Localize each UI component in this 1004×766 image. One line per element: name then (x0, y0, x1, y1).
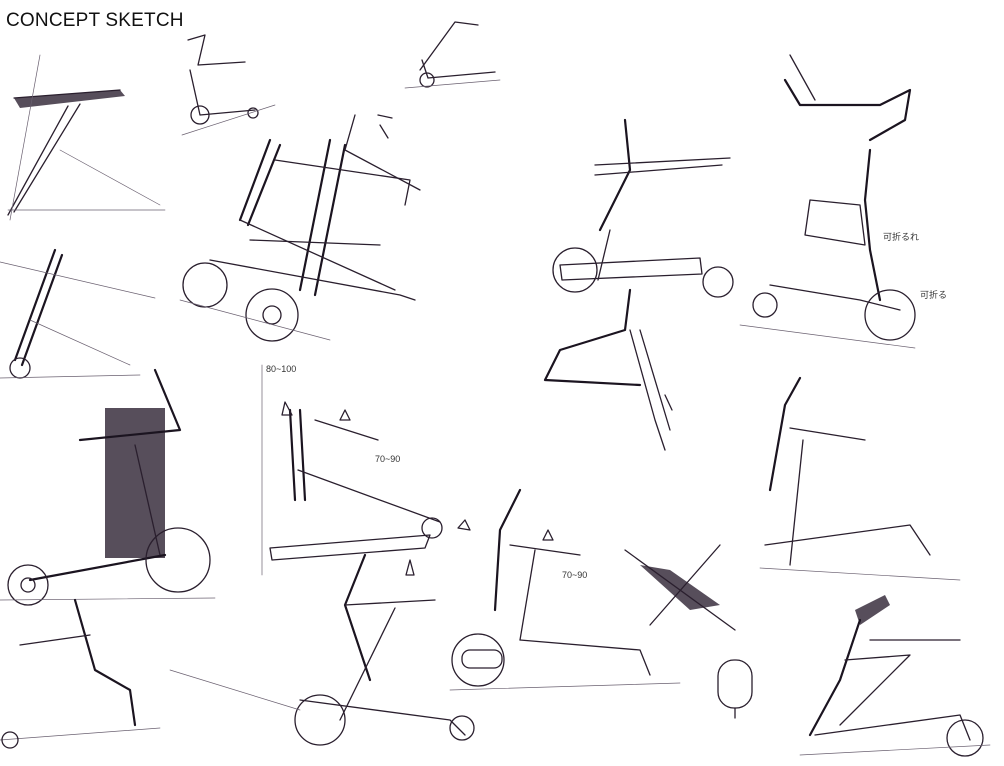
sketch-joint-detail (624, 544, 736, 631)
sketch-mini-scooter-a (181, 34, 276, 136)
sketch-t-handle-top-left (7, 54, 166, 221)
sketch-scooter-center-bottom: 70~90 (449, 488, 681, 691)
sketch-scooter-right-middle (759, 376, 961, 581)
sketch-scooter-top-right: 可折るれ 可折る (739, 54, 947, 349)
note-foldable-a: 可折るれ (883, 231, 919, 242)
dimension-a: 70~90 (375, 454, 400, 464)
sketch-mini-scooter-b (404, 21, 501, 89)
dimension-height-range: 80~100 (266, 364, 296, 374)
sketch-folding-frame-3d (179, 114, 421, 342)
sketch-folded-stem-left (0, 248, 156, 379)
sketch-side-view-dimensioned: 80~100 70~90 (261, 364, 443, 576)
sketch-shaded-scooter-left (0, 368, 216, 606)
sketch-j-scooter (0, 598, 161, 749)
motion-arrows (281, 401, 554, 576)
note-foldable-b: 可折る (920, 289, 947, 300)
sketch-v-handle (543, 288, 673, 451)
page-title: CONCEPT SKETCH (6, 10, 184, 31)
dimension-b: 70~90 (562, 570, 587, 580)
sketch-shaded-scooter-bottom-right (799, 595, 991, 757)
sketch-scooter-center-right (552, 118, 734, 298)
sketch-grip-detail (717, 659, 753, 719)
sketch-scooter-bottom-middle (169, 553, 475, 746)
